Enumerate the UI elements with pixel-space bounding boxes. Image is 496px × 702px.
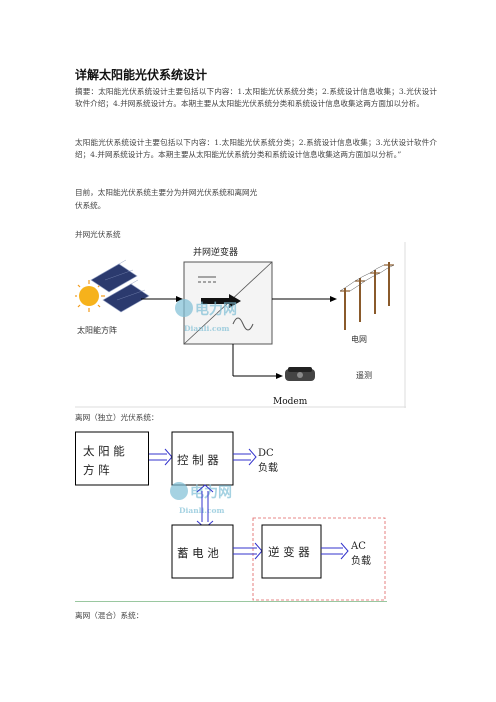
inverter-box xyxy=(183,261,273,345)
svg-text:Dianli.com: Dianli.com xyxy=(184,324,230,333)
section-label-off-grid-standalone: 离网（独立）光伏系统： xyxy=(75,413,159,422)
abstract-paragraph: 摘要：太阳能光伏系统设计主要包括以下内容：1.太阳能光伏系统分类；2.系统设计信… xyxy=(75,87,437,109)
solar-array-box-line1: 太 阳 能 xyxy=(83,444,125,458)
power-grid-icon xyxy=(339,262,395,330)
monitoring-label: 遥测 xyxy=(356,370,372,380)
battery-label: 蓄 电 池 xyxy=(177,546,219,560)
controller-box xyxy=(171,431,234,486)
page-title: 详解太阳能光伏系统设计 xyxy=(75,68,208,82)
inverter-title: 并网逆变器 xyxy=(193,246,238,258)
arrow-inverter-to-ac xyxy=(321,542,349,560)
current-text-line-2: 伏系统。 xyxy=(75,201,106,210)
section-label-grid-tied: 并网光伏系统 xyxy=(75,230,121,239)
telephone-icon xyxy=(285,367,315,381)
solar-array-label: 太阳能方阵 xyxy=(77,325,117,335)
svg-text:电力网: 电力网 xyxy=(195,301,237,318)
current-text-line-1: 目前，太阳能光伏系统主要分为并网光伏系统和离网光 xyxy=(75,188,258,197)
battery-box xyxy=(171,524,234,579)
modem-label: Modem xyxy=(273,397,308,407)
inverter-box xyxy=(261,524,322,579)
intro-paragraph: 太阳能光伏系统设计主要包括以下内容：1.太阳能光伏系统分类；2.系统设计信息收集… xyxy=(75,138,437,160)
watermark-logo: 电力网 Dianli.com xyxy=(175,299,237,333)
ac-load-line1: AC xyxy=(350,541,366,552)
sun-icon xyxy=(75,280,105,312)
grid-tied-system-diagram: 太阳能方阵 并网逆变器 电力网 Dianli.com 电网 xyxy=(75,242,406,408)
svg-text:电力网: 电力网 xyxy=(190,484,232,501)
ac-load-line2: 负载 xyxy=(351,554,371,567)
controller-label: 控 制 器 xyxy=(177,453,219,467)
grid-label: 电网 xyxy=(351,334,367,344)
watermark-logo: 电力网 Dianli.com xyxy=(170,482,232,515)
solar-array-box xyxy=(75,431,149,486)
ac-section-outline xyxy=(252,517,386,601)
arrow-controller-to-dc xyxy=(233,448,257,466)
solar-array-box-line2: 方 阵 xyxy=(83,463,110,477)
off-grid-system-diagram: 太 阳 能 方 阵 控 制 器 DC 负载 电力网 Dianli.com 蓄 电… xyxy=(75,426,387,602)
solar-panel-icon xyxy=(90,259,150,313)
section-label-off-grid-hybrid: 离网（混合）系统： xyxy=(75,611,144,620)
dc-load-line2: 负载 xyxy=(258,461,278,474)
inverter-label: 逆 变 器 xyxy=(268,545,310,559)
dc-load-line1: DC xyxy=(258,448,274,459)
